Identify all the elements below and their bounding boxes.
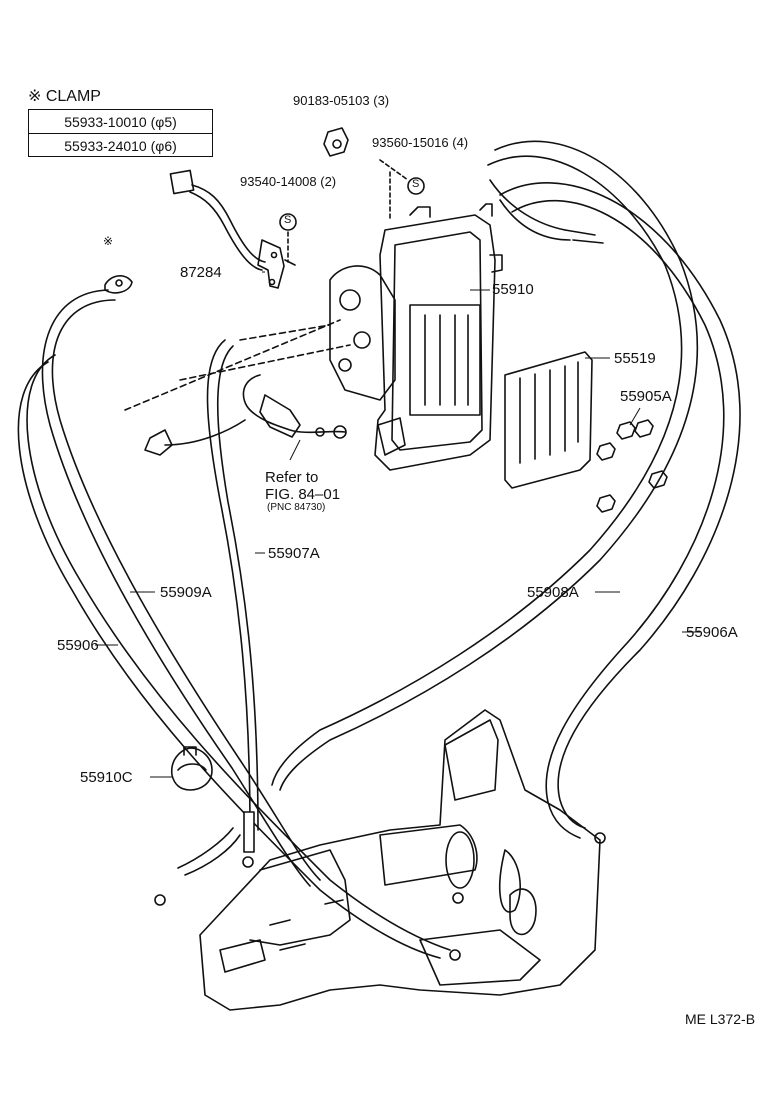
cable-end-lower-left	[154, 827, 241, 906]
screw-93540-icon	[279, 213, 297, 263]
clamp-part	[104, 275, 133, 294]
cable-55909A	[41, 289, 321, 887]
part-label-93560: 93560-15016 (4)	[372, 135, 469, 150]
screw-s-label: S	[284, 214, 292, 226]
cable-55908A	[271, 140, 699, 791]
grommet-55910C	[170, 746, 213, 791]
transmission-case	[199, 709, 601, 1011]
nuts-55905A	[596, 419, 668, 513]
clamp-legend-title: ※ CLAMP	[28, 88, 101, 105]
part-label-55908A: 55908A	[527, 584, 579, 601]
clamp-legend-row: 55933-10010 (φ5)	[64, 113, 177, 130]
cable-upper-ends	[489, 179, 604, 244]
wire-harness	[169, 169, 296, 289]
clamp-mark-label: ※	[103, 234, 114, 248]
part-label-55519: 55519	[614, 350, 656, 367]
part-label-87284: 87284	[180, 264, 222, 281]
refer-pnc-label: (PNC 84730)	[267, 502, 326, 513]
diagram-code: ME L372-B	[685, 1011, 756, 1027]
clamp-legend-table: 55933-10010 (φ5) 55933-24010 (φ6)	[28, 109, 213, 157]
part-label-55909A: 55909A	[160, 584, 212, 601]
refer-to-label: Refer to	[265, 469, 319, 486]
cover-55519	[504, 351, 593, 489]
refer-fig-label: FIG. 84–01	[265, 486, 341, 503]
nut-90183-icon	[323, 127, 391, 219]
control-bracket-55910	[329, 203, 503, 471]
part-label-55906: 55906	[57, 637, 99, 654]
part-label-55910C: 55910C	[80, 769, 133, 786]
clamp-legend-row: 55933-24010 (φ6)	[29, 133, 212, 157]
part-label-93540: 93540-14008 (2)	[240, 174, 337, 189]
switch-assembly	[144, 374, 347, 456]
part-label-90183: 90183-05103 (3)	[293, 93, 390, 108]
label-leaders	[95, 271, 700, 778]
part-label-55906A: 55906A	[686, 624, 738, 641]
screw-93560-icon	[379, 159, 425, 195]
part-label-55910: 55910	[492, 281, 534, 298]
part-label-55907A: 55907A	[268, 545, 320, 562]
dashed-leaders	[124, 319, 351, 411]
screw-s-label: S	[412, 178, 420, 190]
cable-55907A	[206, 339, 259, 868]
cable-55906	[17, 354, 451, 959]
part-label-55905A: 55905A	[620, 388, 672, 405]
